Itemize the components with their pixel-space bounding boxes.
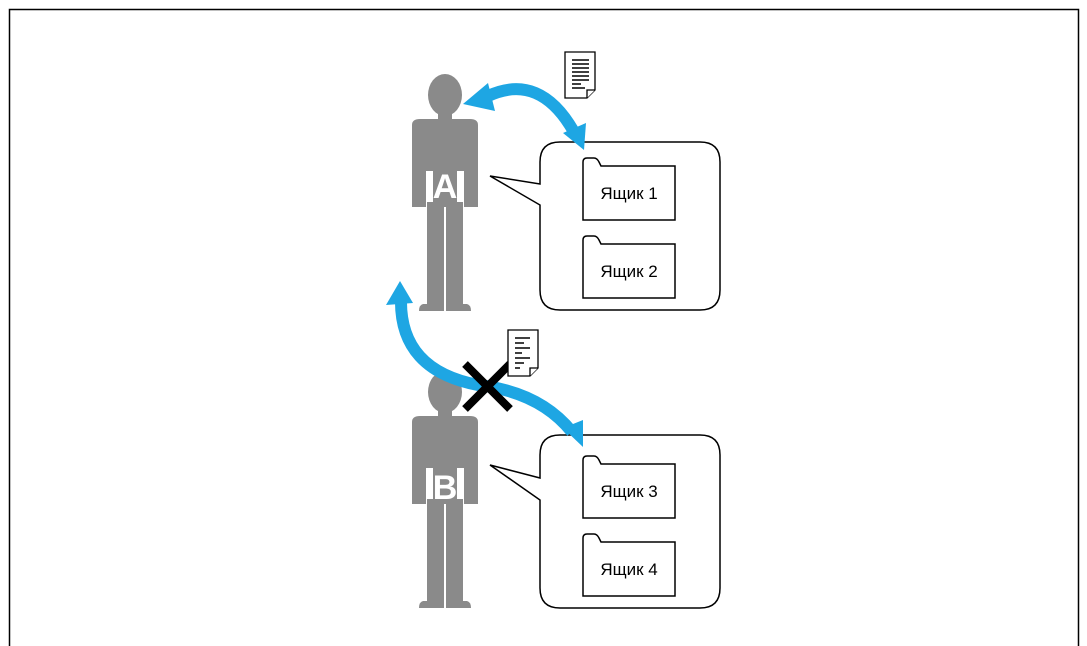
- person-a: A: [412, 74, 478, 311]
- person-a-letter: A: [433, 168, 458, 206]
- denied-arrow: [386, 281, 583, 447]
- document-icon: [507, 329, 539, 377]
- box-folder-3[interactable]: Ящик 3: [582, 455, 676, 519]
- box-folder-2[interactable]: Ящик 2: [582, 235, 676, 299]
- box-label-4: Ящик 4: [600, 560, 657, 579]
- cross-icon: [462, 361, 513, 412]
- box-folder-1[interactable]: Ящик 1: [582, 157, 676, 221]
- box-folder-4[interactable]: Ящик 4: [582, 533, 676, 597]
- box-label-3: Ящик 3: [600, 482, 657, 501]
- document-icon: [564, 51, 596, 99]
- person-b: B: [412, 371, 478, 608]
- box-label-2: Ящик 2: [600, 262, 657, 281]
- person-b-letter: B: [433, 469, 458, 507]
- box-label-1: Ящик 1: [600, 184, 657, 203]
- access-arrow-a: [463, 83, 586, 150]
